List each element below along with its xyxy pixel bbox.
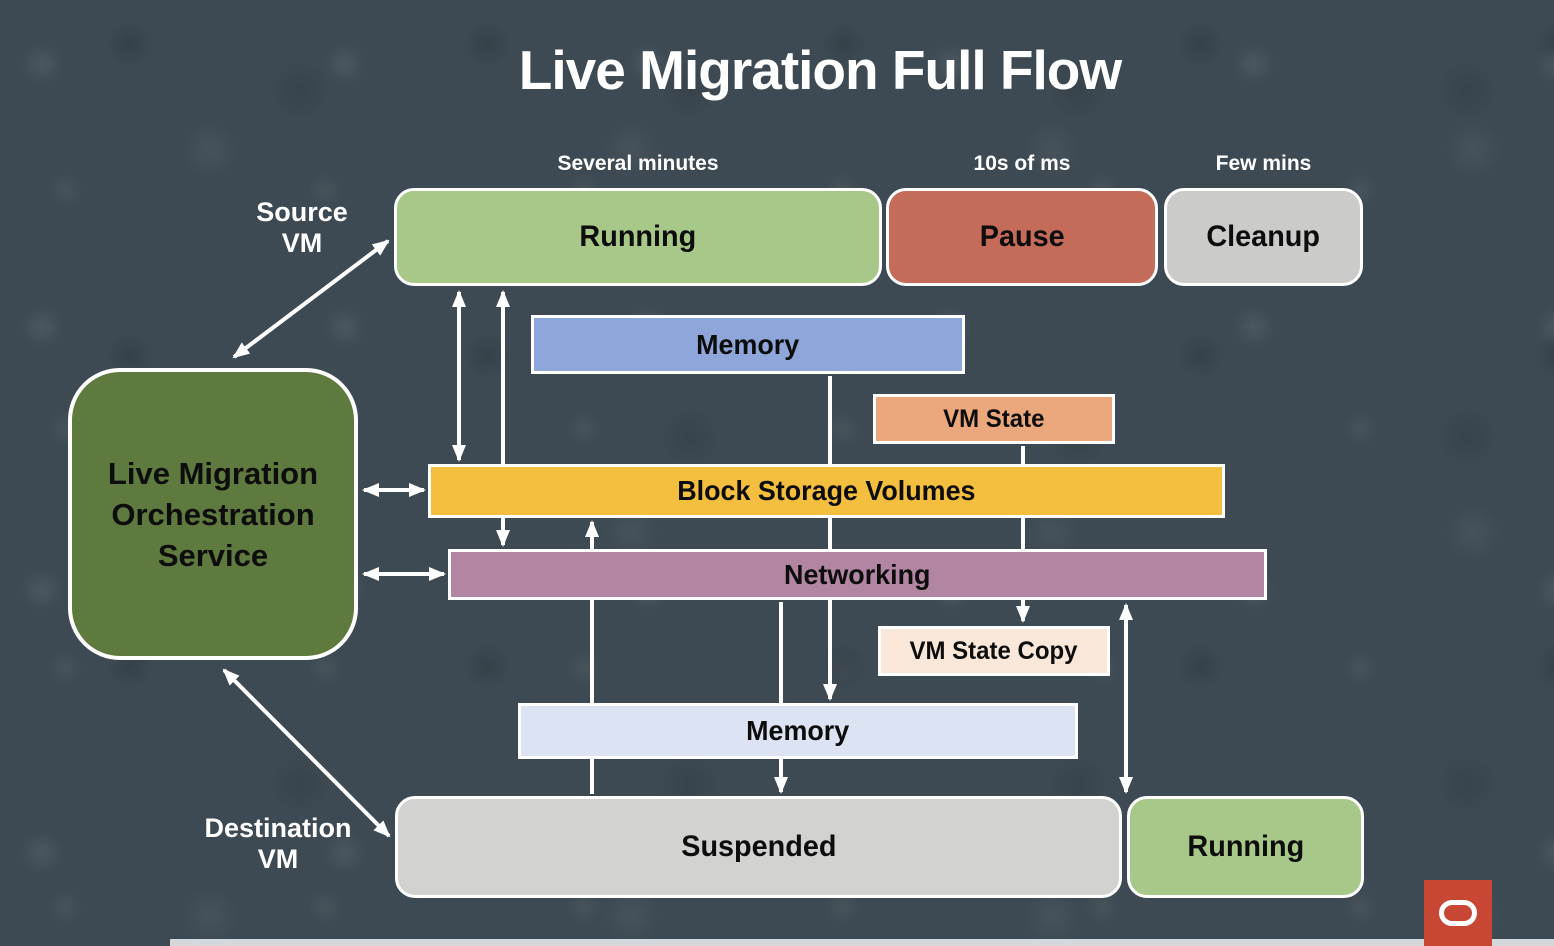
orchestration-service-label-line3: Service (157, 537, 269, 573)
destination-vm-label-line2: VM (257, 844, 299, 874)
source-pause-box: Pause (886, 188, 1158, 286)
orchestration-service-label-line2: Orchestration (111, 496, 315, 532)
page-title: Live Migration Full Flow (518, 39, 1122, 101)
arrow-orchestrator-source-vm (232, 239, 390, 359)
duration-label-running: Several minutes (557, 152, 719, 175)
destination-running-box: Running (1127, 796, 1364, 898)
vm-state-copy-box: VM State Copy (878, 626, 1110, 676)
source-vm-label-line2: VM (281, 228, 323, 258)
oracle-logo (1424, 880, 1492, 946)
destination-suspended-label: Suspended (680, 830, 837, 863)
block-storage-label: Block Storage Volumes (677, 475, 976, 506)
oracle-o-icon (1439, 900, 1477, 926)
source-vm-label-line1: Source (256, 197, 348, 227)
vm-state-box: VM State (873, 394, 1115, 444)
source-pause-label: Pause (979, 220, 1065, 253)
source-running-label: Running (579, 220, 697, 253)
memory-source-label: Memory (696, 328, 800, 360)
window-edge-strip (170, 939, 1554, 946)
source-cleanup-label: Cleanup (1206, 220, 1321, 253)
source-vm-label: Source VM (232, 197, 372, 259)
orchestration-service-label-line1: Live Migration (107, 455, 319, 491)
destination-suspended-box: Suspended (395, 796, 1122, 898)
memory-source-bar: Memory (531, 315, 965, 374)
duration-label-cleanup: Few mins (1215, 152, 1312, 175)
memory-destination-label: Memory (746, 715, 850, 746)
block-storage-bar: Block Storage Volumes (428, 464, 1225, 518)
networking-label: Networking (784, 558, 931, 590)
networking-bar: Networking (448, 549, 1267, 600)
vm-state-label: VM State (943, 404, 1045, 433)
memory-destination-bar: Memory (518, 703, 1078, 759)
vm-state-copy-label: VM State Copy (909, 636, 1079, 665)
orchestration-service-box: Live Migration Orchestration Service (68, 368, 358, 660)
source-cleanup-box: Cleanup (1164, 188, 1363, 286)
destination-vm-label-line1: Destination (204, 813, 352, 843)
destination-running-label: Running (1187, 830, 1304, 863)
arrow-orchestrator-destination-vm (222, 668, 391, 838)
destination-vm-label: Destination VM (180, 813, 376, 875)
source-running-box: Running (394, 188, 882, 286)
duration-label-pause: 10s of ms (973, 152, 1071, 175)
